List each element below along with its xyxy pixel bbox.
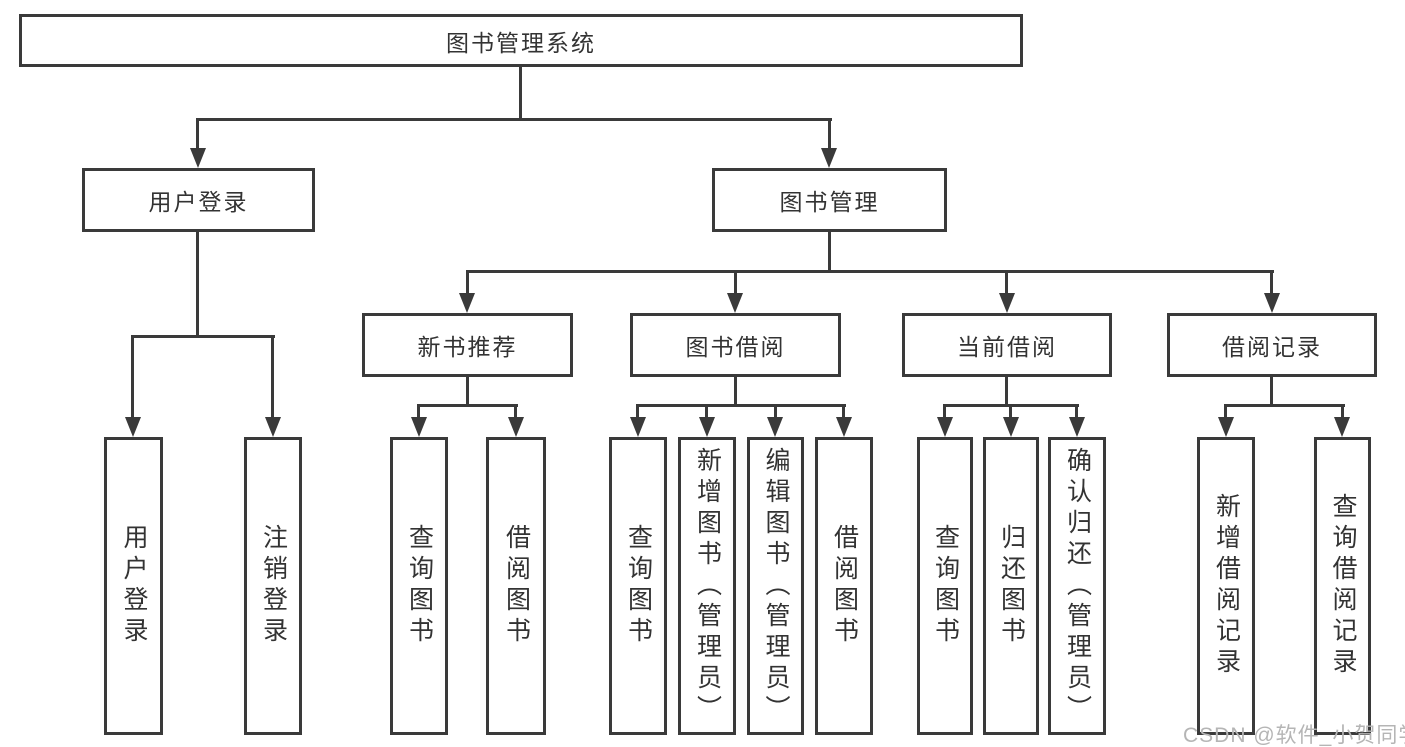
csdn-watermark: CSDN @软件_小贺同学 [1183, 724, 1405, 747]
leaf-label: 新增借阅记录 [1212, 493, 1241, 679]
node-label: 当前借阅 [957, 334, 1057, 360]
arrowhead-down-icon [508, 417, 524, 437]
node-library-management-system: 图书管理系统 [19, 14, 1023, 67]
leaf-query-books: 查询图书 [609, 437, 667, 735]
leaf-logout: 注销登录 [244, 437, 302, 735]
connector-shaft [417, 404, 420, 420]
connector-shaft [636, 404, 639, 420]
leaf-add-borrowing-record: 新增借阅记录 [1197, 437, 1255, 735]
leaf-label: 注销登录 [259, 524, 288, 648]
connector-shaft [514, 404, 517, 420]
connector-shaft [734, 270, 737, 295]
connector-current-stem [1005, 377, 1008, 407]
arrowhead-down-icon [999, 293, 1015, 313]
connector-root-stem [519, 67, 522, 120]
connector-shaft [1005, 270, 1008, 295]
connector-shaft [1009, 404, 1012, 420]
connector-shaft [842, 404, 845, 420]
connector-records-stem [1270, 377, 1273, 407]
arrowhead-down-icon [767, 417, 783, 437]
arrowhead-down-icon [265, 417, 281, 437]
arrowhead-down-icon [821, 148, 837, 168]
connector-shaft [943, 404, 946, 420]
leaf-add-books-admin: 新增图书（管理员） [678, 437, 736, 735]
connector-bookmgmt-hbar [466, 270, 1274, 273]
node-new-book-recommendation: 新书推荐 [362, 313, 573, 377]
arrowhead-down-icon [1264, 293, 1280, 313]
node-borrowing-records: 借阅记录 [1167, 313, 1377, 377]
leaf-confirm-return-admin: 确认归还（管理员） [1048, 437, 1106, 735]
leaf-label: 借阅图书 [502, 524, 531, 648]
node-user-login: 用户登录 [82, 168, 315, 232]
leaf-label: 归还图书 [997, 524, 1026, 648]
leaf-query-books: 查询图书 [390, 437, 448, 735]
connector-bookmgmt-stem [828, 232, 831, 273]
connector-root-hbar [196, 118, 832, 121]
leaf-borrow-books: 借阅图书 [815, 437, 873, 735]
connector-shaft [1075, 404, 1078, 420]
arrowhead-down-icon [190, 148, 206, 168]
connector-userlogin-stem [196, 232, 199, 338]
connector-shaft [131, 335, 134, 420]
arrowhead-down-icon [836, 417, 852, 437]
connector-shaft [1270, 270, 1273, 295]
leaf-label: 查询借阅记录 [1329, 493, 1357, 679]
arrowhead-down-icon [1003, 417, 1019, 437]
connector-shaft [466, 270, 469, 295]
connector-newbook-stem [466, 377, 469, 407]
node-label: 图书管理 [779, 189, 880, 215]
leaf-label: 编辑图书（管理员） [762, 446, 790, 726]
connector-borrow-stem [734, 377, 737, 407]
arrowhead-down-icon [1334, 417, 1350, 437]
node-current-borrowing: 当前借阅 [902, 313, 1112, 377]
arrowhead-down-icon [411, 417, 427, 437]
arrowhead-down-icon [459, 293, 475, 313]
connector-shaft [1224, 404, 1227, 420]
connector-userlogin-hbar [131, 335, 275, 338]
connector-newbook-hbar [417, 404, 518, 407]
leaf-query-books: 查询图书 [917, 437, 973, 735]
connector-shaft [705, 404, 708, 420]
leaf-label: 查询图书 [931, 524, 960, 648]
connector-shaft [271, 335, 274, 420]
leaf-user-login: 用户登录 [104, 437, 163, 735]
leaf-label: 查询图书 [624, 524, 653, 648]
arrowhead-down-icon [937, 417, 953, 437]
node-book-management: 图书管理 [712, 168, 947, 232]
node-label: 借阅记录 [1222, 334, 1322, 360]
leaf-borrow-books: 借阅图书 [486, 437, 546, 735]
leaf-label: 借阅图书 [830, 524, 859, 648]
arrowhead-down-icon [1069, 417, 1085, 437]
arrowhead-down-icon [1218, 417, 1234, 437]
arrowhead-down-icon [630, 417, 646, 437]
leaf-return-books: 归还图书 [983, 437, 1039, 735]
leaf-label: 查询图书 [405, 524, 434, 648]
leaf-label: 新增图书（管理员） [693, 446, 722, 726]
node-label: 图书借阅 [685, 334, 786, 360]
connector-borrow-hbar [636, 404, 846, 407]
leaf-query-borrowing-record: 查询借阅记录 [1314, 437, 1371, 735]
node-label: 新书推荐 [417, 334, 518, 360]
arrowhead-down-icon [125, 417, 141, 437]
connector-shaft [1341, 404, 1344, 420]
leaf-label: 用户登录 [120, 524, 148, 648]
leaf-label: 确认归还（管理员） [1063, 446, 1092, 726]
node-book-borrowing: 图书借阅 [630, 313, 841, 377]
leaf-edit-books-admin: 编辑图书（管理员） [747, 437, 804, 735]
node-label: 用户登录 [148, 189, 249, 215]
connector-shaft [196, 118, 199, 152]
connector-shaft [828, 118, 831, 152]
arrowhead-down-icon [699, 417, 715, 437]
node-label: 图书管理系统 [446, 29, 596, 56]
connector-shaft [774, 404, 777, 420]
connector-records-hbar [1224, 404, 1345, 407]
arrowhead-down-icon [727, 293, 743, 313]
